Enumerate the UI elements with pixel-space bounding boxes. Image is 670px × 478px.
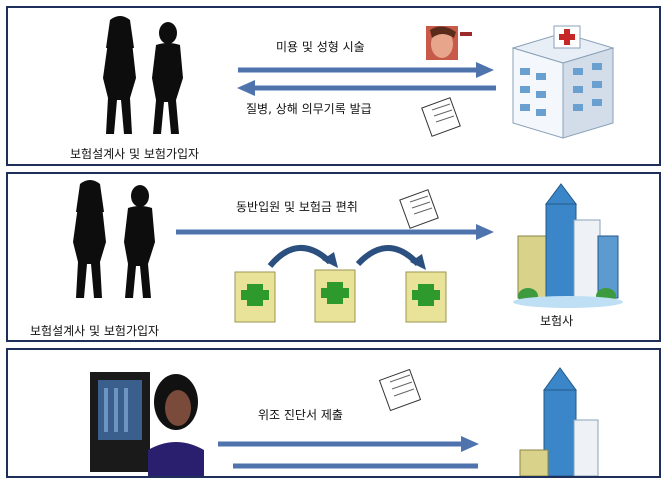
label-insurance-company: 보험사 [540,314,574,328]
label-forged-diagnosis-submission: 위조 진단서 제출 [258,408,343,422]
label-cosmetic-procedure: 미용 및 성형 시술 [276,40,365,54]
face-image [426,26,472,60]
hospital-building [234,271,276,323]
arrow-right [218,436,479,452]
panel2-graphics [73,180,623,323]
hospital-building [405,271,447,323]
curved-arrow-heads [322,252,426,270]
label-joint-admission-fraud: 동반입원 및 보험금 편취 [236,200,358,214]
hospital-icon [511,25,615,139]
label-agent-and-policyholder: 보험설계사 및 보험가입자 [70,147,200,161]
panel-forged-diagnosis: 위조 진단서 제출 [6,348,661,478]
arrow-right [238,62,494,78]
panel3-graphics [90,367,599,476]
document-icon [421,97,461,137]
arrow-left [237,80,496,96]
insurance-company-building [519,367,599,476]
panel-hospital-records: 미용 및 성형 시술 질병, 상해 의무기록 발급 보험설계사 및 보험가입자 [6,6,661,166]
document-icon [378,368,422,412]
document-icon [399,189,439,229]
label-medical-record-issuance: 질병, 상해 의무기록 발급 [246,102,372,116]
insurance-company-building [513,183,623,308]
panel-joint-admission: 동반입원 및 보험금 편취 보험설계사 및 보험가입자 보험사 [6,172,661,342]
hospital-building [314,269,356,323]
computer-monitor-icon [90,372,150,472]
curved-arrow [267,244,421,268]
panel1-graphics [103,16,615,139]
people-silhouette [73,180,155,298]
people-silhouette [103,16,183,134]
label-agent-and-policyholder: 보험설계사 및 보험가입자 [30,324,160,338]
arrow-right [176,224,494,240]
person-silhouette [148,374,204,476]
